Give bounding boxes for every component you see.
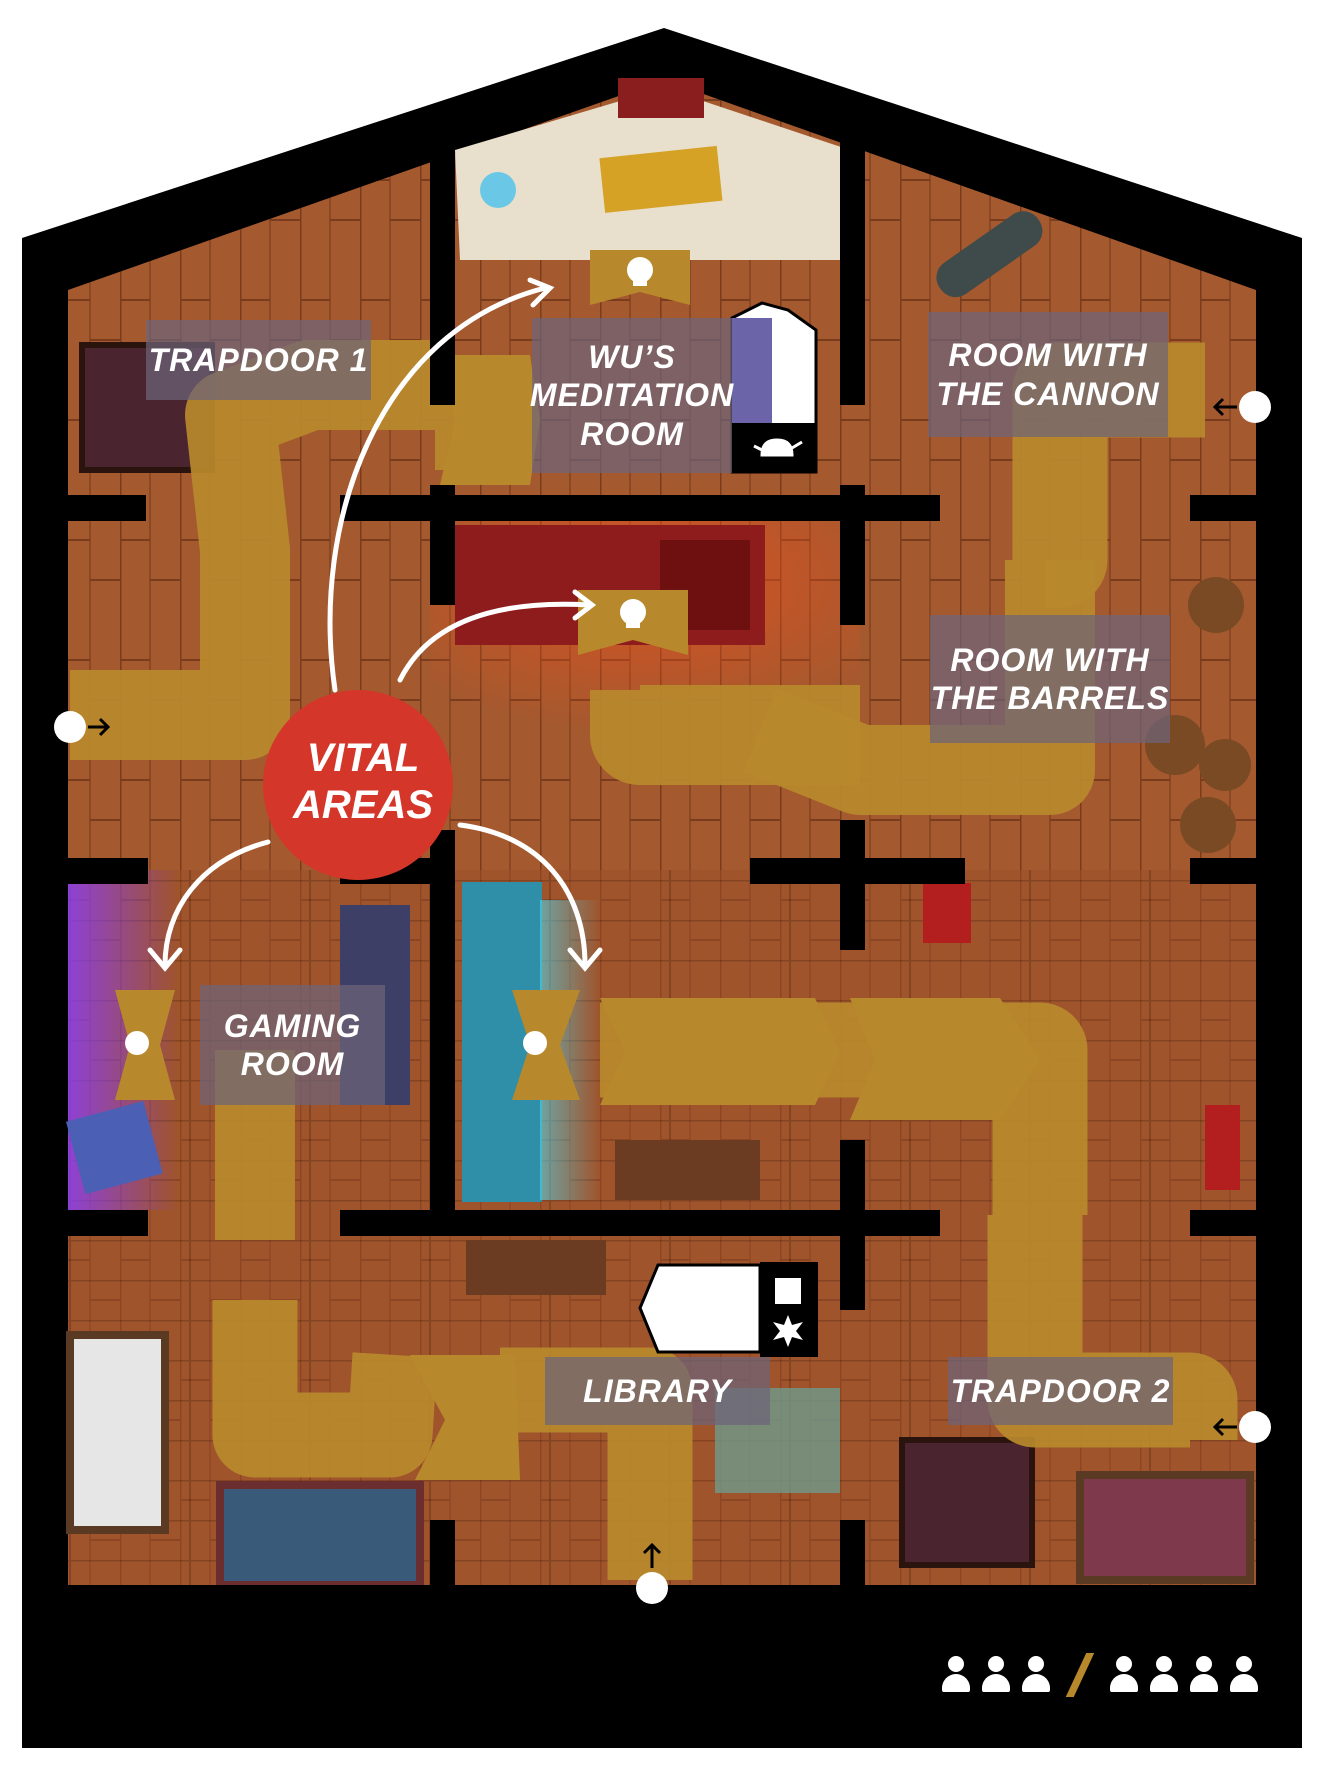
- label-room-with-cannon: ROOM WITH THE CANNON: [928, 312, 1168, 437]
- player-icon: [1188, 1656, 1220, 1694]
- bunk-bed: [216, 1481, 424, 1589]
- label-room-with-barrels: ROOM WITH THE BARRELS: [930, 615, 1170, 743]
- player-count: [940, 1650, 1260, 1700]
- exit-left[interactable]: [54, 711, 111, 743]
- bed-right: [1076, 1471, 1254, 1584]
- skull-icon: [125, 1031, 149, 1055]
- barrel-4: [1180, 797, 1236, 853]
- skull-icon: [523, 1031, 547, 1055]
- arcade-machine: [66, 1101, 163, 1195]
- exit-right-bottom[interactable]: [1212, 1411, 1271, 1443]
- cannon: [936, 211, 1043, 298]
- path-bottom-left: [212, 1300, 438, 1478]
- player-group-4: [1108, 1656, 1260, 1694]
- arrow-right-icon: [88, 717, 111, 737]
- arrow-up-icon: [642, 1542, 662, 1568]
- skull-marker-fridge[interactable]: [512, 990, 580, 1100]
- player-count-divider: [1065, 1653, 1095, 1697]
- walls: [22, 140, 1302, 1748]
- path-stairs: [590, 685, 860, 785]
- red-case: [1205, 1105, 1240, 1190]
- arrow-left-icon: [1212, 397, 1237, 417]
- label-library: LIBRARY: [545, 1357, 770, 1425]
- label-gaming-room: GAMING ROOM: [200, 985, 385, 1105]
- meditation-orb: [480, 172, 516, 208]
- path-arrow-4: [850, 998, 1040, 1120]
- player-icon: [940, 1656, 972, 1694]
- meditation-rug: [599, 145, 723, 213]
- barrel-1: [1188, 577, 1244, 633]
- player-icon: [1228, 1656, 1260, 1694]
- vital-areas-label: VITAL AREAS: [292, 736, 434, 828]
- skull-icon: [620, 599, 646, 625]
- label-trapdoor-1: TRAPDOOR 1: [146, 320, 371, 400]
- player-icon: [1148, 1656, 1180, 1694]
- library-card[interactable]: [638, 1262, 818, 1357]
- skull-icon: [627, 257, 653, 283]
- player-group-3: [940, 1656, 1052, 1694]
- path-arrow-2: [410, 1355, 520, 1480]
- exit-right-top[interactable]: [1212, 391, 1271, 423]
- teapot-icon: [753, 438, 803, 457]
- path-arrow-1: [440, 355, 540, 485]
- exit-bottom[interactable]: [636, 1542, 668, 1604]
- label-meditation-room: WU’S MEDITATION ROOM: [530, 318, 733, 473]
- bed-left: [66, 1331, 169, 1534]
- skull-marker-meditation[interactable]: [590, 250, 690, 305]
- card-icon: [775, 1278, 801, 1304]
- skull-marker-stairs[interactable]: [578, 590, 688, 655]
- meditation-card[interactable]: [730, 301, 818, 474]
- player-icon: [1020, 1656, 1052, 1694]
- arrow-left-icon: [1212, 1417, 1237, 1437]
- barrel-3: [1199, 739, 1251, 791]
- label-trapdoor-2: TRAPDOOR 2: [948, 1357, 1173, 1425]
- workbench: [615, 1140, 760, 1200]
- vital-arrows: [147, 277, 603, 972]
- path-arrow-3: [600, 998, 840, 1105]
- altar: [618, 78, 704, 118]
- trapdoor-2-door: [899, 1437, 1035, 1568]
- skull-marker-gaming[interactable]: [115, 990, 175, 1100]
- bookshelf: [466, 1240, 606, 1295]
- red-chest: [923, 883, 971, 943]
- player-icon: [980, 1656, 1012, 1694]
- burst-icon: [773, 1315, 803, 1347]
- vital-areas-bubble: [263, 690, 453, 880]
- player-icon: [1108, 1656, 1140, 1694]
